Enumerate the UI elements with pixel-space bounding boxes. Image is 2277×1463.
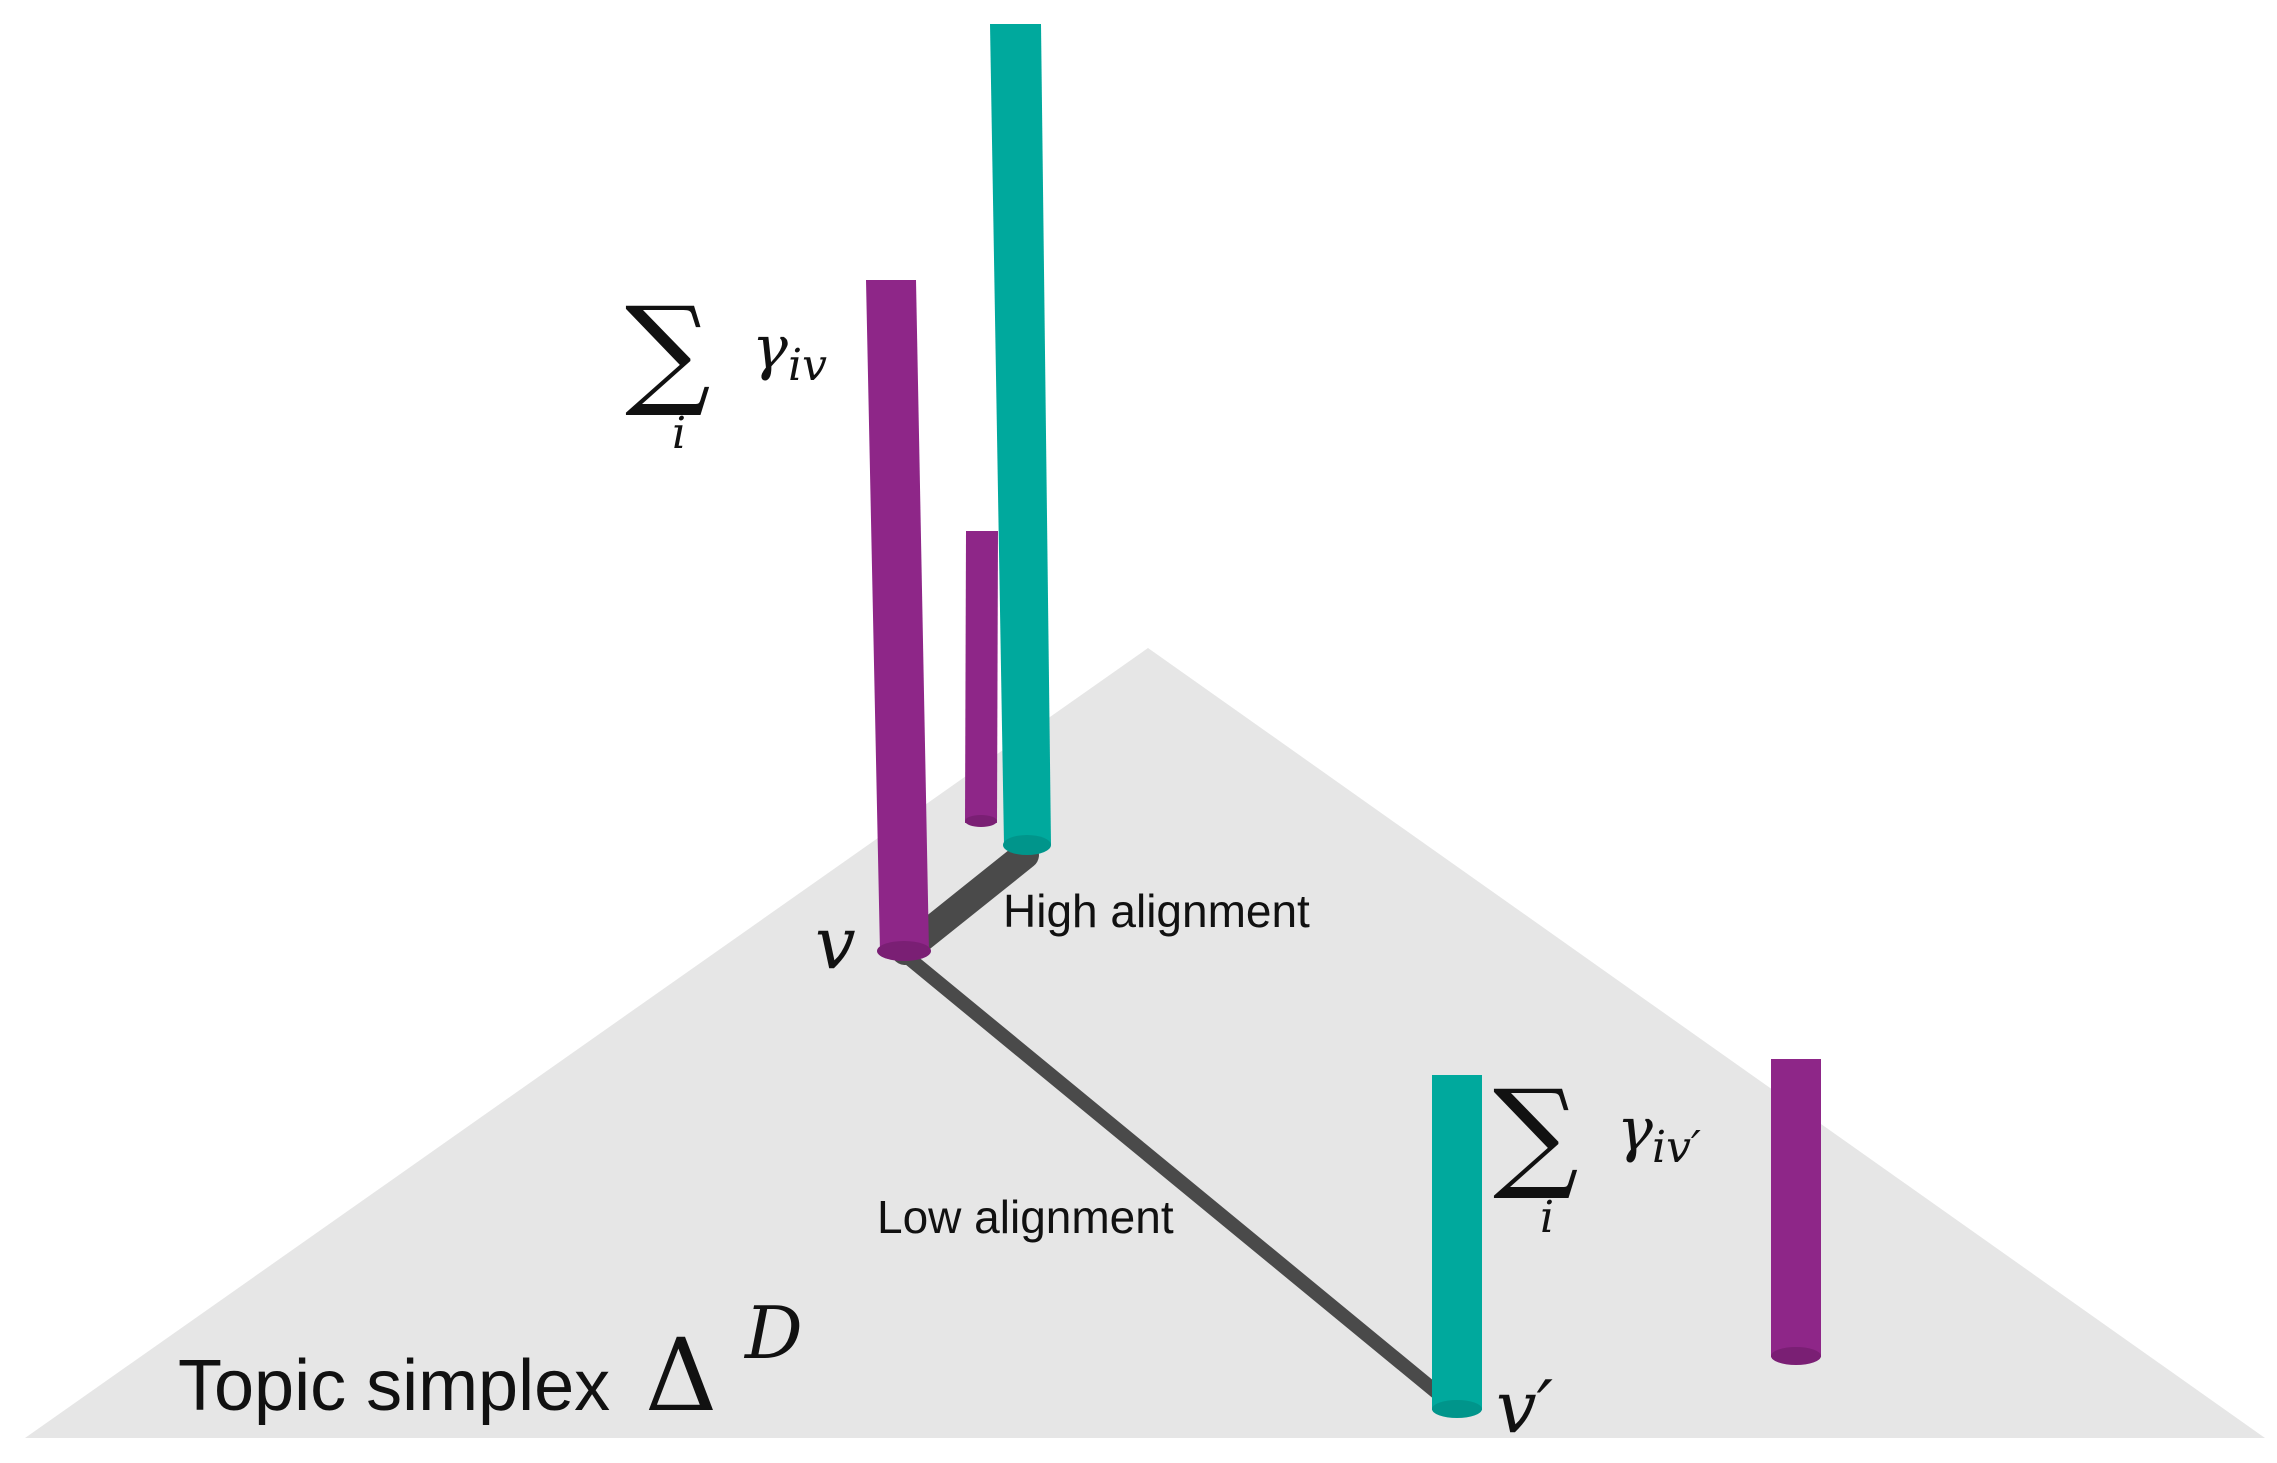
simplex-superscript: D <box>743 1291 803 1375</box>
vprime-purple-bar <box>1771 1059 1821 1365</box>
v-small-purple-bar <box>965 531 998 827</box>
low-alignment-connector <box>898 948 1453 1407</box>
gamma-subscript: iv <box>788 340 827 391</box>
sum-index: i <box>1540 1192 1554 1243</box>
high-alignment-label: High alignment <box>1003 885 1310 937</box>
sum-symbol: ∑ <box>1493 1065 1579 1204</box>
v-purple-bar <box>866 280 931 961</box>
gamma-symbol: γ <box>1617 1095 1653 1165</box>
gamma-subscript: iv′ <box>1652 1122 1701 1173</box>
gamma-symbol: γ <box>752 313 788 383</box>
node-vprime-label: v′ <box>1496 1365 1553 1449</box>
vprime-teal-bar <box>1432 1075 1482 1418</box>
sum-symbol: ∑ <box>625 282 711 421</box>
sum-index: i <box>672 408 686 459</box>
sum-gamma-iv-label: ∑ i γ iv <box>625 282 827 459</box>
simplex-delta-symbol: Δ <box>645 1317 717 1434</box>
low-alignment-label: Low alignment <box>877 1191 1174 1243</box>
node-v-label: v <box>815 901 856 985</box>
v-teal-bar <box>990 24 1051 855</box>
sum-gamma-ivprime-label: ∑ i γ iv′ <box>1493 1065 1701 1243</box>
simplex-plane <box>25 648 2265 1438</box>
simplex-title: Topic simplex <box>178 1346 610 1426</box>
